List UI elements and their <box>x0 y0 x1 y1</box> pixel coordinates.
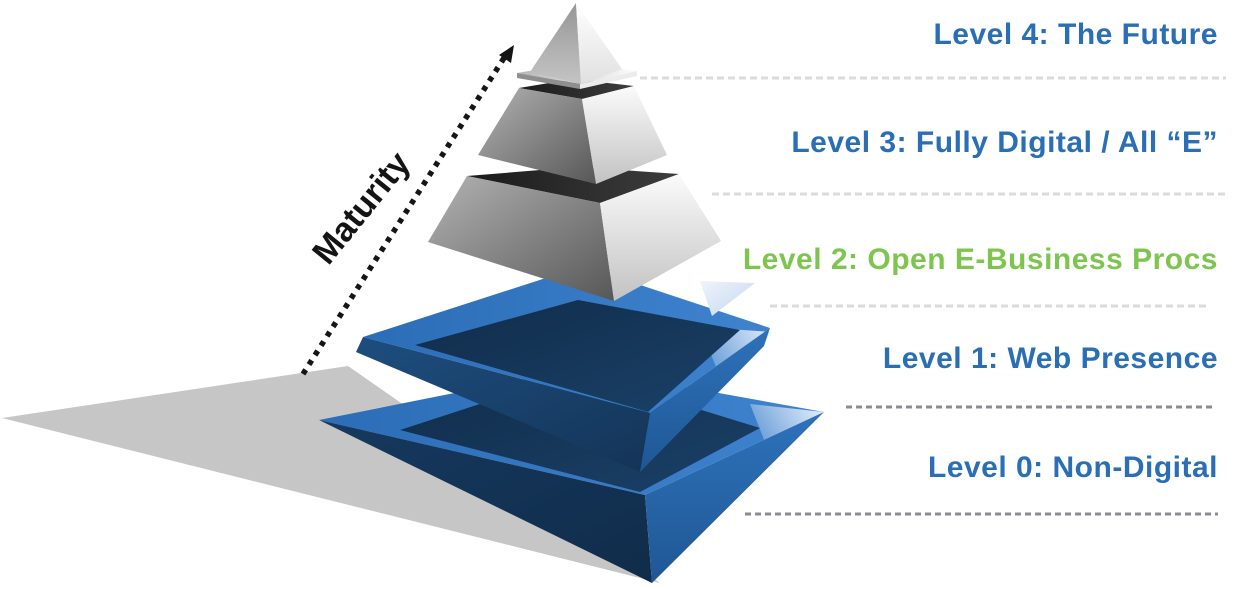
level-2-front-right-face <box>600 174 721 301</box>
level-1-cast-shadow <box>415 300 740 412</box>
level-3-top-face <box>519 79 634 99</box>
level-1-front-left-face <box>356 337 650 472</box>
label-level-3: Level 3: Fully Digital / All “E” <box>791 126 1218 159</box>
level-3-front-right-face <box>582 86 667 184</box>
cap-left-face <box>530 3 581 84</box>
cap-right-face <box>576 3 622 84</box>
maturity-arrow <box>300 45 514 376</box>
pyramid-level-2 <box>428 167 755 316</box>
level-0-front-right-face <box>645 412 824 583</box>
cap-slab-front-right <box>580 71 637 89</box>
level-0-front-left-face <box>319 420 652 583</box>
maturity-arrow-head <box>499 45 514 63</box>
level-1-front-right-face <box>640 328 770 472</box>
pyramid-level-3 <box>478 79 667 184</box>
label-level-4: Level 4: The Future <box>933 18 1218 51</box>
ground-shadow <box>2 366 660 583</box>
level-2-top-face <box>467 167 679 203</box>
cap-slab-front-left <box>517 73 580 89</box>
level-3-front-left-face <box>478 88 596 184</box>
pyramid-level-4-cap <box>530 3 622 84</box>
level-2-right-face-tip <box>700 281 755 316</box>
label-level-1: Level 1: Web Presence <box>883 342 1218 375</box>
label-level-0: Level 0: Non-Digital <box>928 451 1218 484</box>
pyramid-level-1 <box>356 266 772 472</box>
label-level-2: Level 2: Open E-Business Procs <box>743 243 1218 276</box>
level-2-front-left-face <box>428 176 614 301</box>
